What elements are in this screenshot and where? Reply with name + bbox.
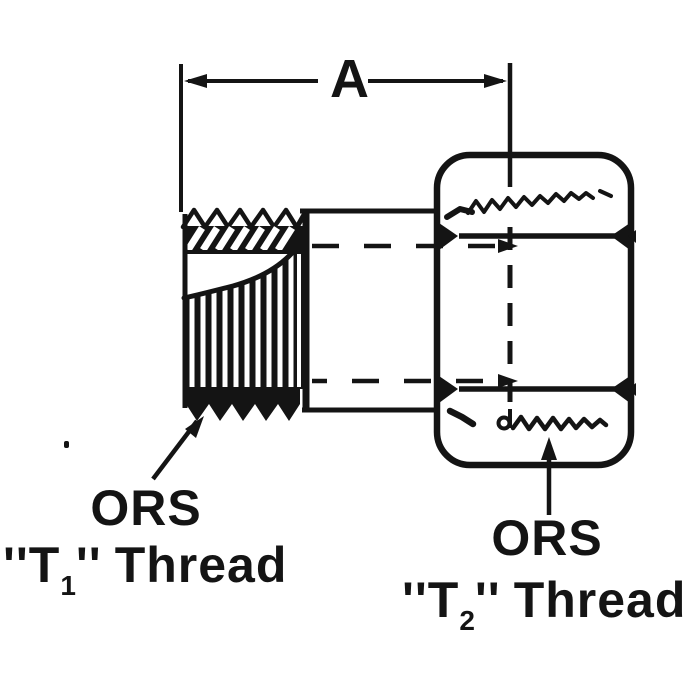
hatch-slash: [230, 226, 250, 252]
hex-corner-point: [628, 383, 636, 396]
t2-thread-letter: T: [427, 572, 460, 628]
t2-thread-word: Thread: [513, 572, 687, 628]
nut-thread-squiggle: [446, 407, 477, 428]
hatch-slash: [215, 226, 235, 252]
thread-crest-profile-top: [180, 207, 299, 230]
thread-crest-profile-bottom: [183, 388, 300, 421]
male-thread-section: [180, 207, 306, 421]
t1-subscript: 1: [60, 570, 76, 601]
t1-leader-arrowhead-icon: [185, 416, 204, 438]
dimension-arrowhead-right-icon: [484, 74, 507, 88]
t1-thread-word: Thread: [114, 537, 288, 593]
t2-label-thread-line: ''T2''Thread: [402, 572, 687, 635]
t2-open-quotes: '': [402, 572, 428, 628]
dimension-a: [179, 63, 513, 212]
hex-corner-wedge: [439, 376, 458, 403]
body-corner-jog: [294, 211, 308, 229]
hex-corner-wedge: [439, 223, 458, 250]
t1-label-ors: ORS: [90, 480, 202, 536]
thread-relief-curve: [181, 250, 295, 301]
hatch-slash: [275, 226, 295, 252]
nut-thread-squiggle: [598, 189, 613, 198]
hatch-slash: [260, 226, 280, 252]
bore-arrowhead-right-icon: [498, 374, 518, 388]
hatch-slash: [185, 226, 205, 252]
nut-thread-squiggle: [466, 191, 595, 215]
hex-nut: [433, 151, 636, 469]
leader-lines: [151, 416, 557, 515]
dimension-label: A: [330, 49, 370, 109]
hex-corner-wedge: [611, 376, 630, 403]
hatch-slash: [200, 226, 220, 252]
hatch-slash: [245, 226, 265, 252]
stray-mark: [64, 441, 69, 448]
hex-corner-wedge: [611, 223, 630, 250]
t1-open-quotes: '': [3, 537, 29, 593]
hex-corner-point: [628, 230, 636, 243]
nut-thread-squiggle: [510, 414, 609, 432]
t2-close-quotes: '': [474, 572, 501, 628]
t1-label-thread-line: ''T1''Thread: [3, 537, 288, 600]
dimension-arrowhead-left-icon: [184, 74, 207, 88]
t1-thread-letter: T: [28, 537, 61, 593]
t2-label-ors: ORS: [491, 510, 603, 566]
t1-close-quotes: '': [75, 537, 102, 593]
bore-arrowhead-right-icon: [498, 239, 518, 253]
t2-subscript: 2: [459, 605, 475, 636]
thread-relief-pocket: [184, 254, 290, 297]
t2-leader-arrowhead-icon: [541, 437, 557, 460]
